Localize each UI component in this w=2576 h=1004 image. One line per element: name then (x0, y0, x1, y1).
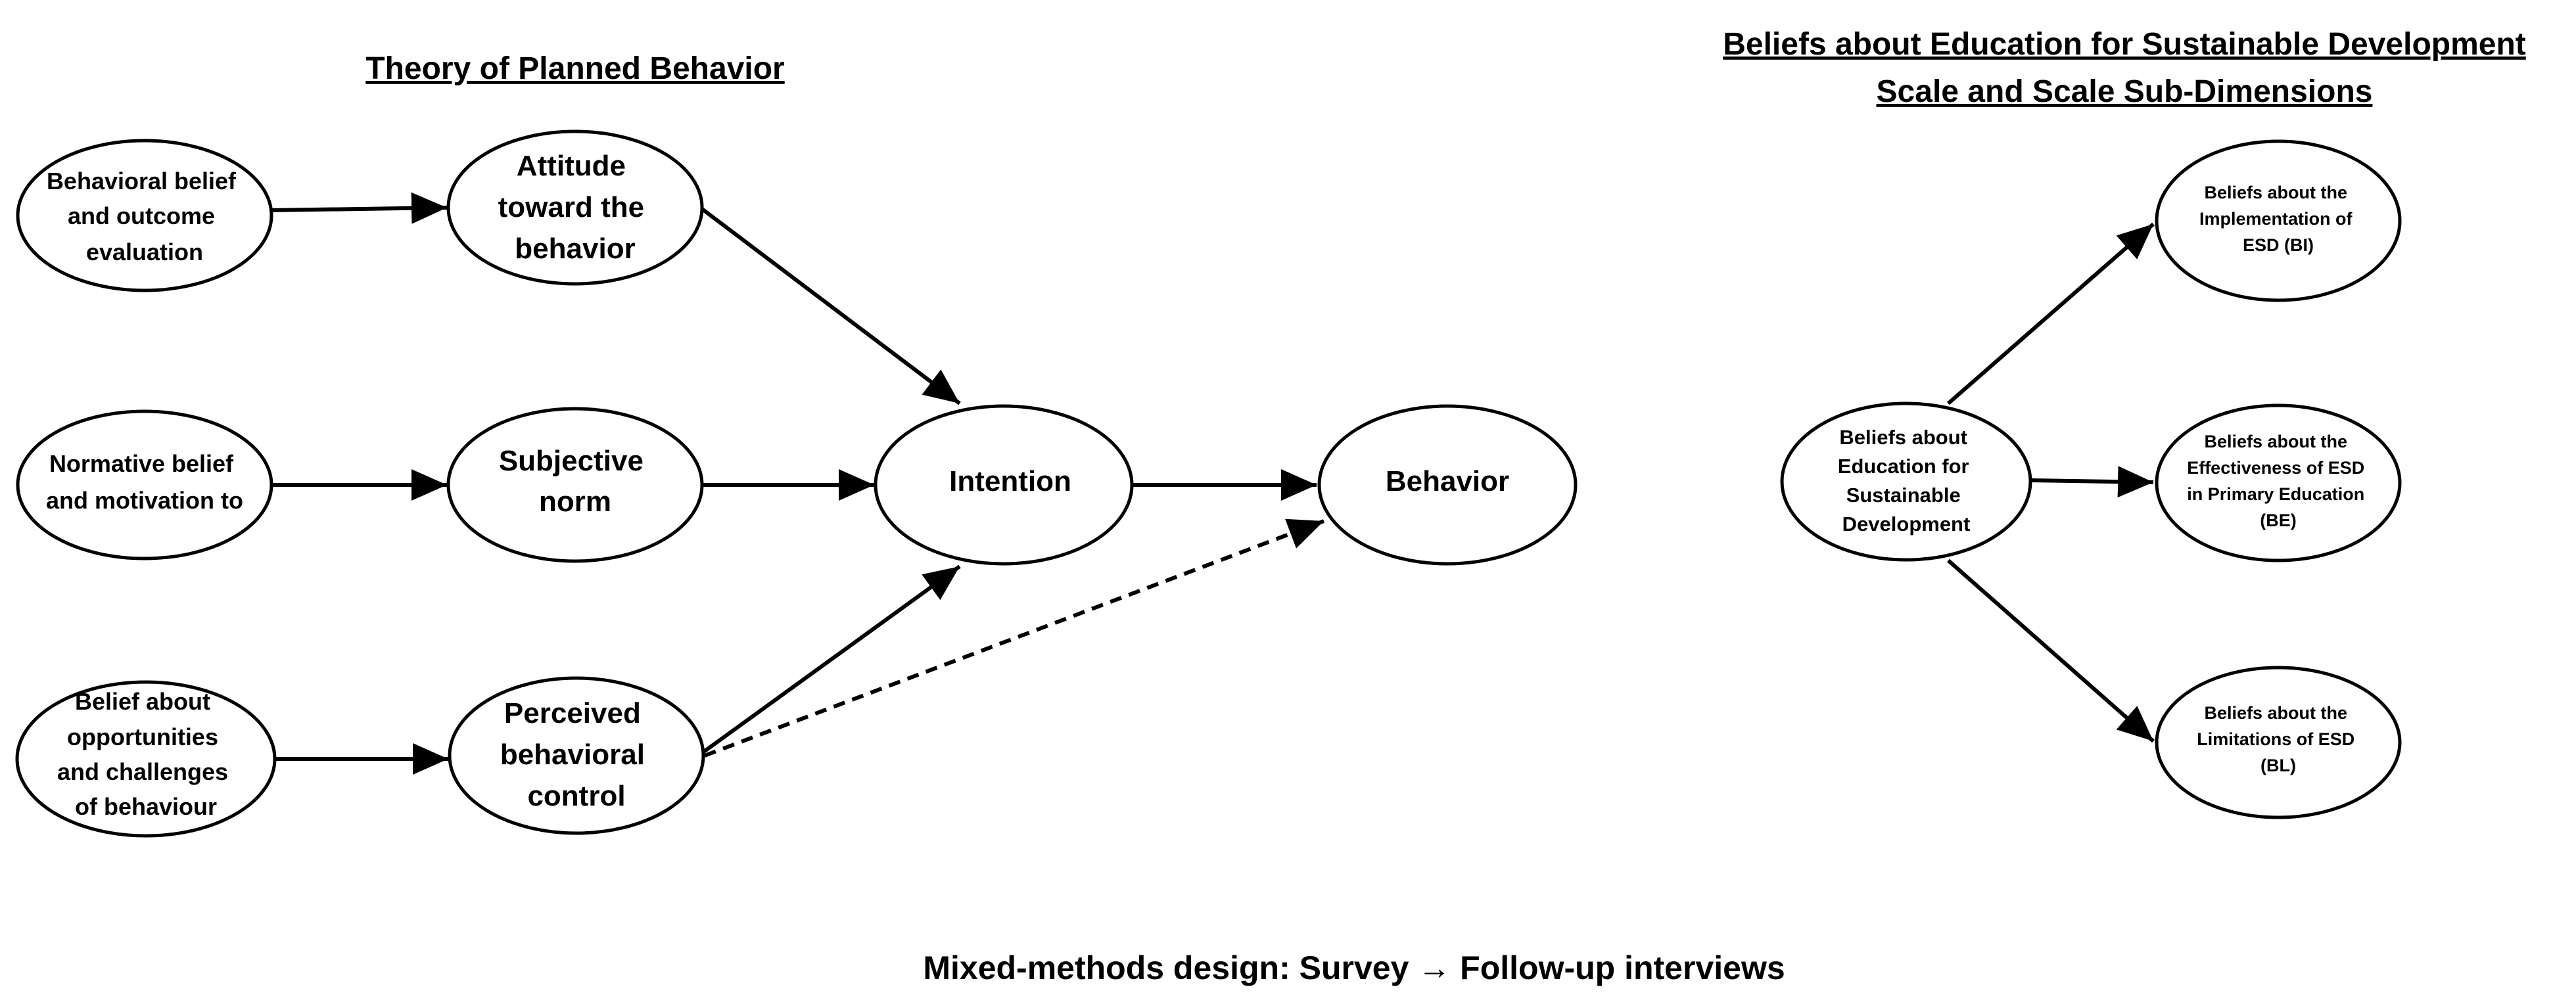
node-normative-belief (16, 409, 273, 560)
design-caption: Mixed-methods design: Survey → Follow-up… (923, 949, 1785, 986)
node-perceived-control (448, 676, 705, 835)
node-subjective-norm (446, 407, 704, 563)
node-be (2155, 403, 2402, 562)
node-intention (874, 404, 1134, 566)
edge-attitude-to-intention (701, 207, 961, 405)
label-subjective-norm: Subjective norm (499, 445, 651, 518)
node-behavior (1317, 404, 1578, 566)
node-control-belief (15, 680, 277, 838)
node-bl (2155, 666, 2402, 819)
edge-besd-to-bi (1947, 222, 2155, 405)
label-control-belief: Belief about opportunities and challenge… (57, 688, 235, 820)
label-be: Beliefs about the Effectiveness of ESD i… (2187, 432, 2370, 530)
label-bl: Beliefs about the Limitations of ESD (BL… (2197, 703, 2360, 775)
label-intention: Intention (949, 465, 1071, 497)
node-behavioral-belief (16, 139, 273, 292)
label-bi: Beliefs about the Implementation of ESD … (2199, 183, 2357, 255)
label-attitude: Attitude toward the behavior (498, 150, 653, 265)
edge-besd-to-bl (1947, 559, 2155, 743)
label-perceived-control: Perceived behavioral control (500, 697, 653, 812)
node-besd (1780, 401, 2032, 562)
right-title-line1: Beliefs about Education for Sustainable … (1723, 27, 2526, 62)
edge-behavioral-to-attitude (271, 192, 448, 224)
left-title: Theory of Planned Behavior (365, 51, 784, 86)
label-behavioral-belief: Behavioral belief and outcome evaluation (47, 168, 243, 265)
node-bi (2155, 139, 2402, 302)
edge-perceived-to-behavior (703, 518, 1325, 758)
label-behavior: Behavior (1386, 465, 1509, 497)
label-normative-belief: Normative belief and motivation to (46, 450, 243, 514)
label-besd: Beliefs about Education for Sustainable … (1838, 426, 1975, 536)
right-title-line2: Scale and Scale Sub-Dimensions (1877, 74, 2373, 109)
edge-perceived-to-intention (701, 564, 961, 755)
node-attitude (446, 129, 704, 286)
edge-besd-to-be (2030, 466, 2154, 498)
